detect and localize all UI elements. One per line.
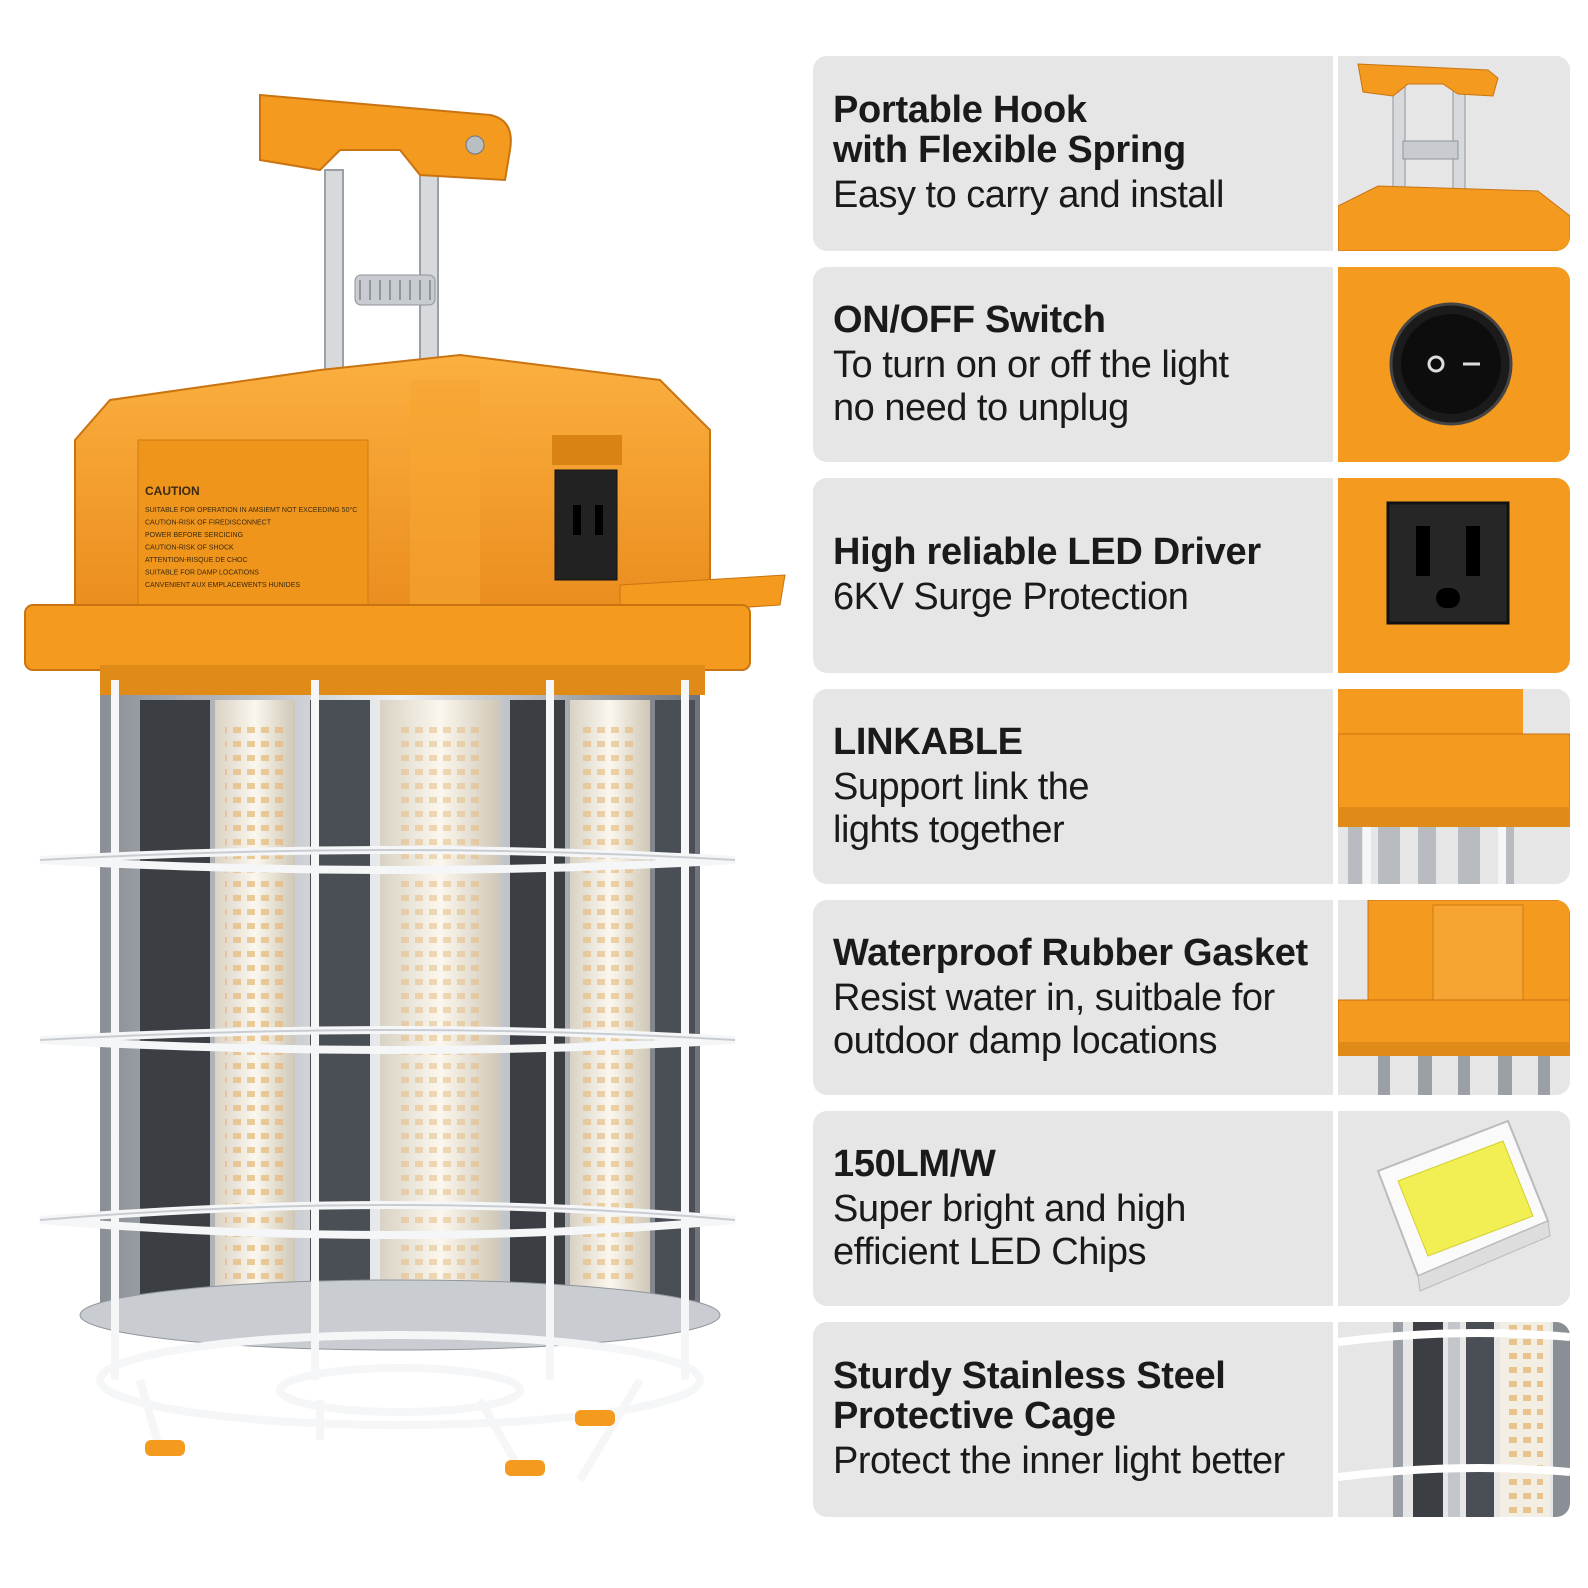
feature-description: Resist water in, suitbale for outdoor da… [833,976,1275,1062]
feature-description: Support link the lights together [833,765,1090,851]
feature-text-panel: ON/OFF Switch To turn on or off the ligh… [813,267,1333,462]
feature-title: Sturdy Stainless Steel Protective Cage [833,1355,1226,1437]
caution-line: SUITABLE FOR OPERATION IN AMSIEMT NOT EX… [145,506,357,514]
gasket-housing-icon [1338,900,1570,1095]
led-chip-icon [1338,1111,1570,1306]
feature-linkable: LINKABLE Support link the lights togethe… [813,689,1570,884]
feature-description: Super bright and high efficient LED Chip… [833,1187,1186,1273]
caution-line: POWER BEFORE SERCICING [145,532,243,539]
feature-title: Waterproof Rubber Gasket [833,931,1308,974]
caution-line: CANVENIENT AUX EMPLACEWENTS HUNIDES [145,582,300,589]
led-body [79,695,721,1351]
feature-title: Portable Hook with Flexible Spring [833,89,1186,171]
feature-title: ON/OFF Switch [833,298,1106,341]
caution-heading: CAUTION [145,484,200,498]
cage-closeup-icon [1338,1322,1570,1517]
feature-text-panel: LINKABLE Support link the lights togethe… [813,689,1333,884]
work-light-illustration: CAUTION SUITABLE FOR OPERATION IN AMSIEM… [24,93,786,1483]
feature-description: 6KV Surge Protection [833,576,1189,618]
housing-side-icon [1338,689,1570,884]
hook-handle-icon [1338,56,1570,251]
top-housing: CAUTION SUITABLE FOR OPERATION IN AMSIEM… [24,353,786,695]
feature-text-panel: Sturdy Stainless Steel Protective Cage P… [813,1322,1333,1517]
power-outlet-icon [1338,478,1570,673]
feature-description: Easy to carry and install [833,174,1224,216]
feature-title: LINKABLE [833,720,1023,763]
feature-led-driver: High reliable LED Driver 6KV Surge Prote… [813,478,1570,673]
feature-text-panel: High reliable LED Driver 6KV Surge Prote… [813,478,1333,673]
caution-line: SUITABLE FOR DAMP LOCATIONS [145,570,259,577]
feature-title: High reliable LED Driver [833,531,1261,573]
feature-portable-hook: Portable Hook with Flexible Spring Easy … [813,56,1570,251]
feature-on-off-switch: ON/OFF Switch To turn on or off the ligh… [813,267,1570,462]
caution-line: ATTENTION-RISQUE DE CHOC [145,557,248,564]
feature-description: Protect the inner light better [833,1440,1285,1482]
caution-lines: SUITABLE FOR OPERATION IN AMSIEMT NOT EX… [145,506,357,589]
feature-text-panel: Portable Hook with Flexible Spring Easy … [813,56,1333,251]
caution-line: CAUTION-RISK OF FIREDISCONNECT [145,520,272,527]
feature-protective-cage: Sturdy Stainless Steel Protective Cage P… [813,1322,1570,1517]
rocker-switch-icon [1338,267,1570,462]
feature-text-panel: 150LM/W Super bright and high efficient … [813,1111,1333,1306]
feature-description: To turn on or off the light no need to u… [833,343,1229,429]
feature-title: 150LM/W [833,1142,996,1185]
feature-150lmw: 150LM/W Super bright and high efficient … [813,1111,1570,1306]
feature-waterproof-gasket: Waterproof Rubber Gasket Resist water in… [813,900,1570,1095]
caution-line: CAUTION-RISK OF SHOCK [145,545,234,552]
feature-text-panel: Waterproof Rubber Gasket Resist water in… [813,900,1333,1095]
caution-label: CAUTION SUITABLE FOR OPERATION IN AMSIEM… [145,484,357,589]
